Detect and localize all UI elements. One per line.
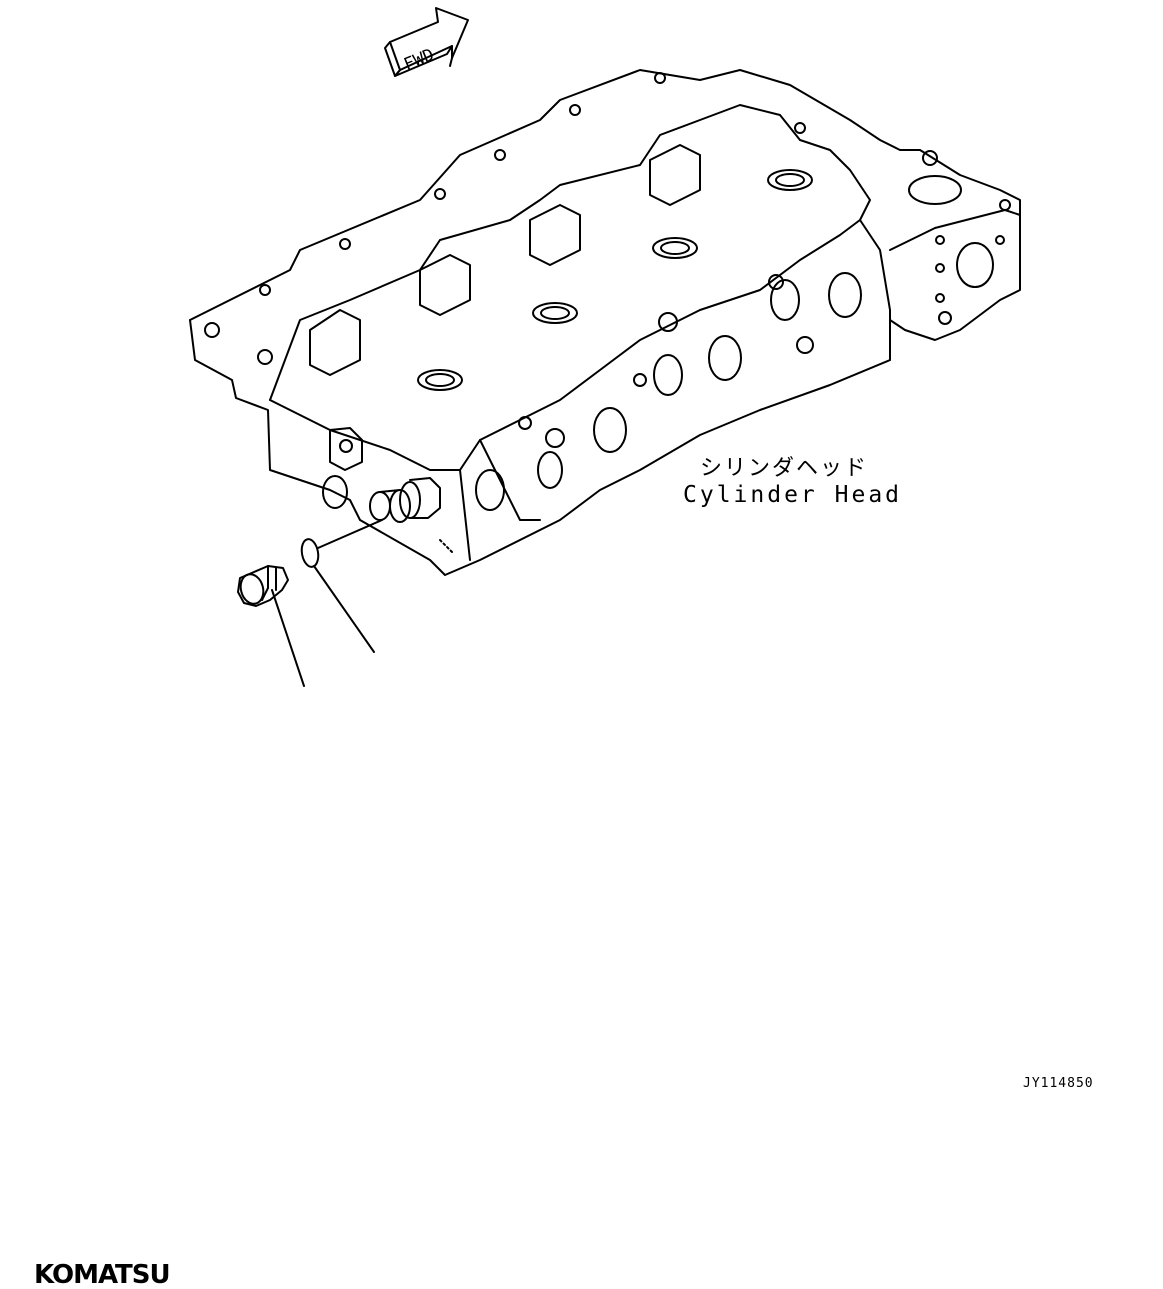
plug-callout-line: [271, 589, 305, 687]
komatsu-logo: KOMATSU: [34, 1260, 171, 1289]
fwd-arrow-icon: FWD: [384, 7, 469, 77]
cylinder-head-drawing: [189, 69, 1021, 576]
o-ring-callout-line: [313, 565, 375, 653]
alignment-line: [317, 519, 383, 549]
part-label-japanese: シリンダヘッド: [700, 456, 869, 481]
komatsu-logo-text: KOMATSU: [34, 1260, 170, 1289]
drawing-number: JY114850: [1023, 1076, 1094, 1091]
o-ring-part: [300, 538, 320, 568]
plug-part: [237, 565, 289, 607]
centerline-mark: [439, 539, 453, 553]
part-label-english: Cylinder Head: [683, 482, 903, 508]
